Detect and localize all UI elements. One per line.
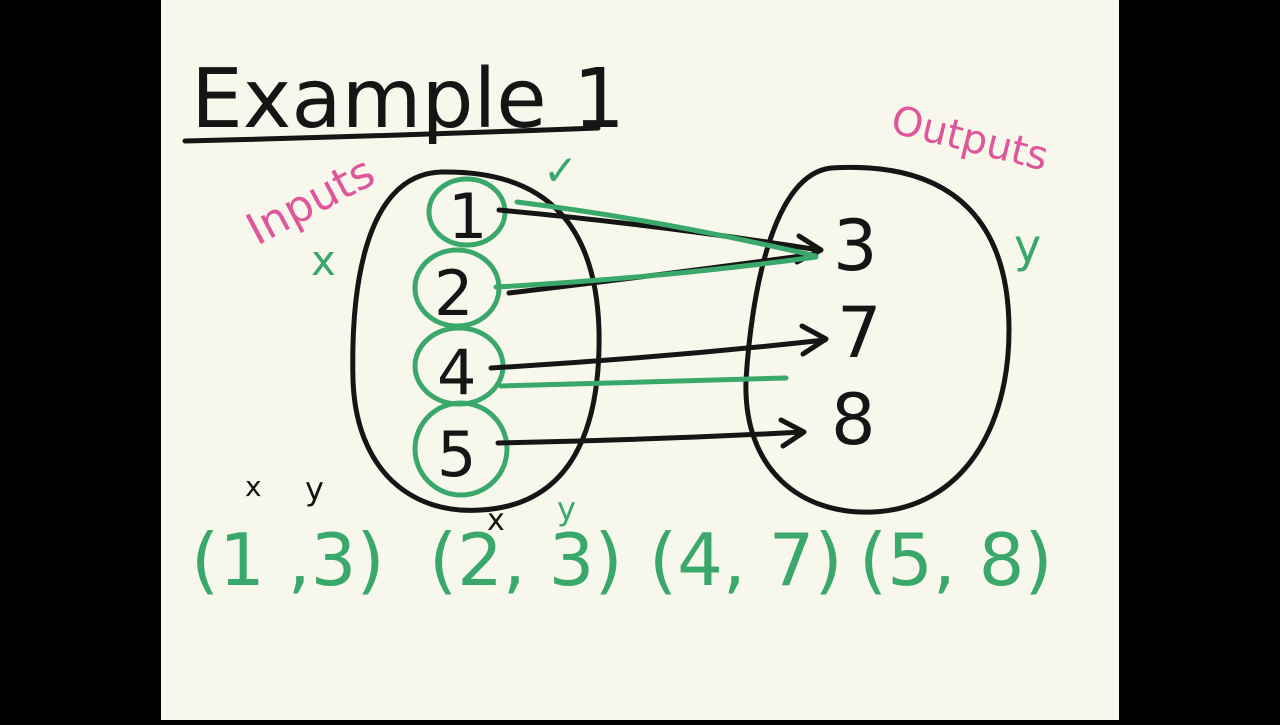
output-value-8: 8 [831,379,876,461]
outputs-oval [743,164,1012,515]
pair-2-y-label: y [557,490,576,528]
inputs-variable: x [311,236,336,285]
pair-2-x-label: x [487,503,505,538]
mapping-arrow-5-to-8 [495,417,807,449]
letterbox-left [0,0,161,720]
letterbox-right [1119,0,1280,720]
input-circle-5 [412,400,510,498]
green-line-1-to-3 [514,199,819,259]
input-value-2: 2 [434,257,473,330]
green-line-2-to-3 [493,254,819,290]
green-line-4-to-7 [498,375,789,389]
input-value-1: 1 [448,180,487,253]
pair-4: (5, 8) [859,518,1053,602]
check-mark: ✓ [543,146,578,195]
diagram-canvas: Example 1 Inputs Outputs x y ✓ 1 2 4 5 3… [161,0,1119,720]
pair-y-label: y [305,470,324,508]
pair-x-label: x [245,470,262,503]
output-value-7: 7 [837,292,882,374]
whiteboard: Example 1 Inputs Outputs x y ✓ 1 2 4 5 3… [161,0,1119,720]
pair-3: (4, 7) [649,518,843,602]
title-underline [182,125,601,144]
pair-2: (2, 3) [429,518,623,602]
input-value-4: 4 [437,336,476,409]
pair-1: (1 ,3) [191,518,385,602]
mapping-arrow-4-to-7 [488,323,829,371]
inputs-oval [350,169,602,513]
outputs-variable: y [1014,219,1041,273]
input-value-5: 5 [437,418,476,491]
output-value-3: 3 [833,205,878,287]
